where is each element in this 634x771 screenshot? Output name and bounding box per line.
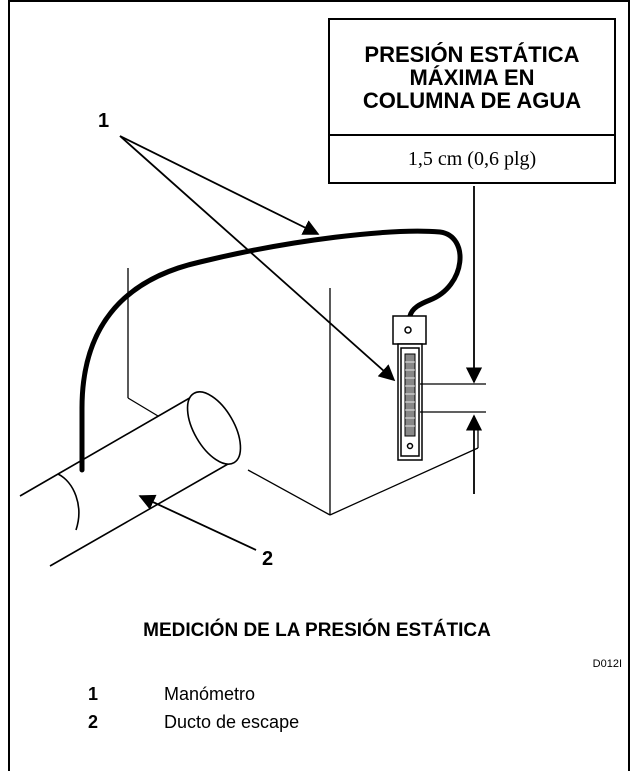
label-number-1: 1: [98, 110, 110, 132]
figure-caption: MEDICIÓN DE LA PRESIÓN ESTÁTICA: [143, 620, 491, 641]
callout-title-line: MÁXIMA EN: [409, 64, 535, 90]
label-number-2: 2: [262, 548, 274, 570]
callout-title-line: PRESIÓN ESTÁTICA: [364, 41, 580, 67]
cabinet-outline: [127, 268, 479, 516]
legend-number: 2: [88, 711, 99, 732]
arrow-1-to-hose: [119, 135, 320, 235]
static-pressure-callout: PRESIÓN ESTÁTICA MÁXIMA EN COLUMNA DE AG…: [328, 18, 616, 184]
legend-label: Manómetro: [164, 683, 256, 704]
figure-code: D012I: [592, 658, 622, 670]
legend-item: 1 Manómetro: [88, 680, 299, 708]
arrow-1-to-gauge: [119, 135, 396, 382]
callout-value: 1,5 cm (0,6 plg): [407, 147, 537, 170]
manometer-gauge: [392, 315, 427, 461]
callout-title-line: COLUMNA DE AGUA: [362, 87, 582, 113]
legend-item: 2 Ducto de escape: [88, 708, 299, 736]
arrow-2-to-duct: [138, 494, 257, 551]
legend: 1 Manómetro 2 Ducto de escape: [88, 680, 299, 736]
manometer-hose: [79, 228, 463, 473]
legend-number: 1: [88, 683, 99, 704]
level-indicator-lines: [420, 383, 486, 413]
callout-title: PRESIÓN ESTÁTICA MÁXIMA EN COLUMNA DE AG…: [330, 20, 614, 136]
exhaust-duct: [19, 391, 242, 567]
figure-frame: [8, 0, 630, 771]
legend-label: Ducto de escape: [164, 711, 300, 732]
